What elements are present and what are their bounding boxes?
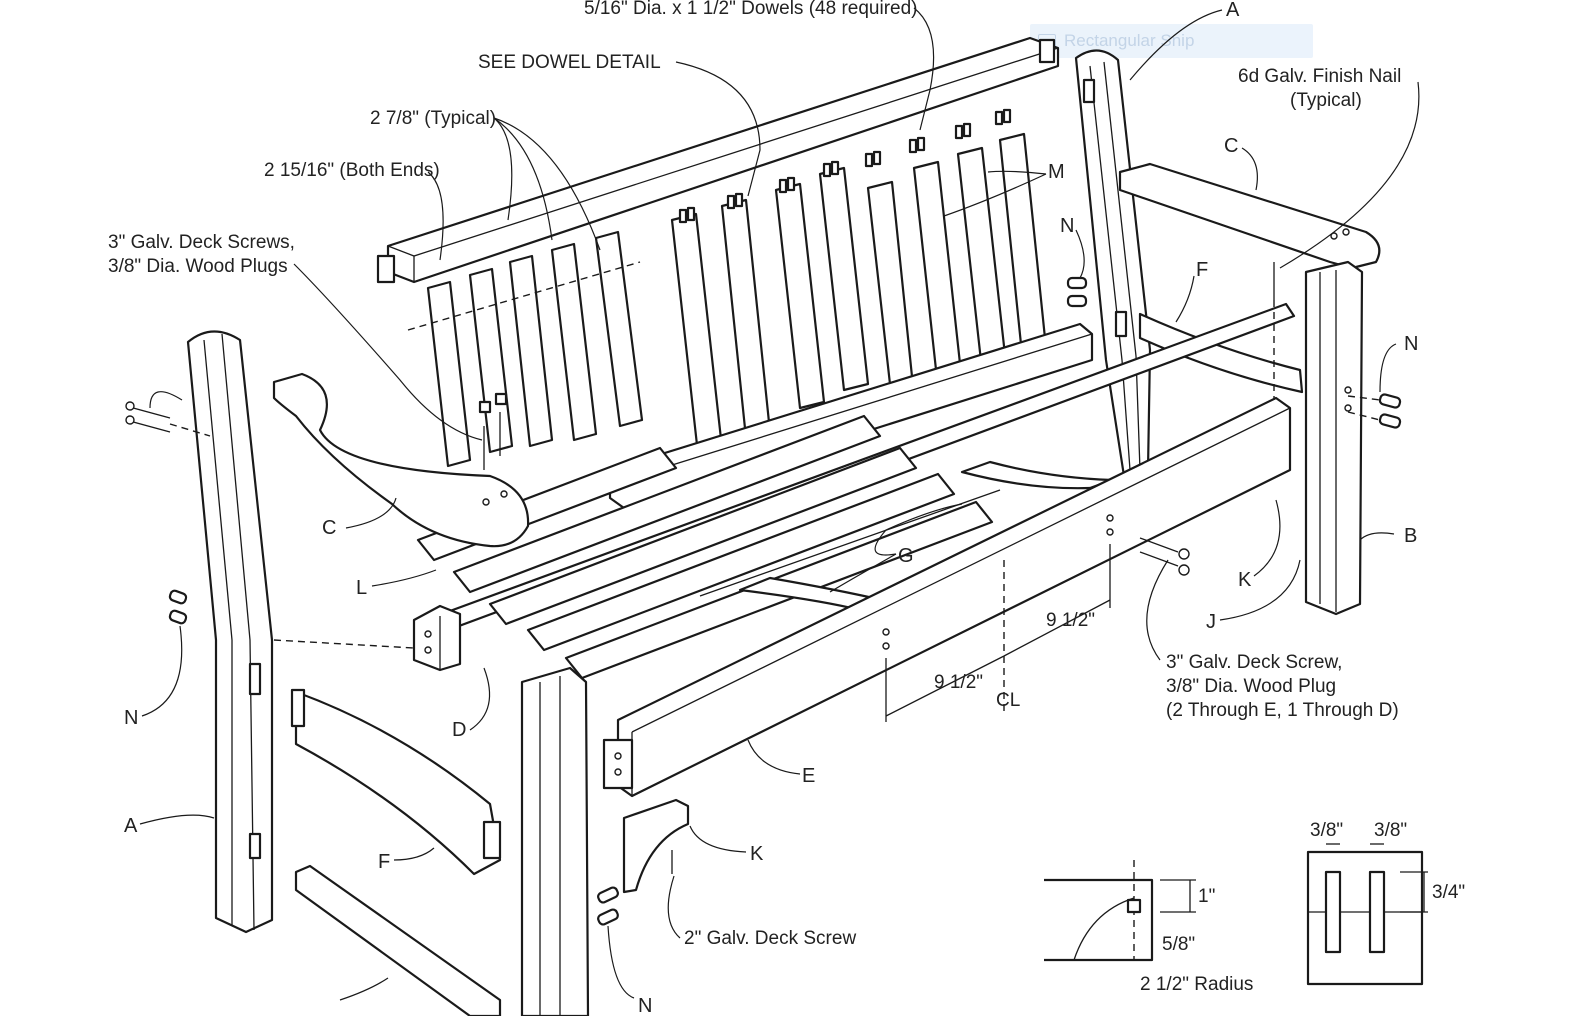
part-label-n-top: N <box>1060 215 1074 237</box>
rectangular-snip-overlay[interactable]: Rectangular Snip <box>1030 24 1313 58</box>
label-deck-screws-1: 3" Galv. Deck Screws, <box>108 232 295 253</box>
dimension-labels: 5/16" Dia. x 1 1/2" Dowels (48 required)… <box>108 0 1465 995</box>
part-label-n-bottom: N <box>638 995 652 1016</box>
rear-leg-left <box>520 666 590 1016</box>
part-label-b: B <box>1404 525 1417 547</box>
rear-rail <box>412 604 462 672</box>
screws-arm-left <box>478 392 508 470</box>
plugs-top-right <box>1066 276 1088 308</box>
label-dowels: 5/16" Dia. x 1 1/2" Dowels (48 required) <box>584 0 917 19</box>
label-deck-screw-2in: 2" Galv. Deck Screw <box>684 928 856 949</box>
seat-rail-left <box>290 688 502 876</box>
label-deck-screw-plug-2: 3/8" Dia. Wood Plug <box>1166 676 1336 697</box>
part-label-a-left: A <box>124 815 138 837</box>
snip-label: Rectangular Snip <box>1064 31 1195 50</box>
leader-lines <box>139 7 1420 1001</box>
part-label-k-bottom: K <box>750 843 764 865</box>
part-label-f-left: F <box>378 851 390 873</box>
part-label-k-right: K <box>1238 569 1252 591</box>
part-letters: A A B C C D E F F G J K K L M N N N N <box>124 0 1418 1016</box>
label-finish-nail-2: (Typical) <box>1290 90 1362 111</box>
back-top-rail <box>376 36 1060 284</box>
label-dim-38-right: 3/8" <box>1374 820 1407 841</box>
plugs-right-leg <box>1347 393 1402 429</box>
label-deck-screws-2: 3/8" Dia. Wood Plugs <box>108 256 288 277</box>
front-leg-left <box>186 330 274 934</box>
part-label-d: D <box>452 719 466 741</box>
label-deck-screw-plug-1: 3" Galv. Deck Screw, <box>1166 652 1342 673</box>
label-radius: 2 1/2" Radius <box>1140 974 1253 995</box>
part-label-e: E <box>802 765 815 787</box>
label-deck-screw-plug-3: (2 Through E, 1 Through D) <box>1166 700 1399 721</box>
part-label-j: J <box>1206 611 1216 633</box>
arm-right <box>1118 162 1381 270</box>
radius-detail <box>1044 860 1196 962</box>
arm-left <box>272 372 530 548</box>
part-label-n-left: N <box>124 707 138 729</box>
screws-left-leg <box>125 401 211 437</box>
label-both-ends: 2 15/16" (Both Ends) <box>264 160 440 181</box>
part-label-g: G <box>898 545 914 567</box>
label-typical-278: 2 7/8" (Typical) <box>370 108 496 129</box>
dowel-detail <box>1306 843 1428 986</box>
plugs-left-leg <box>168 589 188 625</box>
label-dim-912-lower: 9 1/2" <box>934 672 983 693</box>
back-slats <box>407 108 1048 468</box>
rear-leg-right <box>1074 49 1152 478</box>
corner-brace <box>622 798 690 894</box>
part-label-c-left: C <box>322 517 336 539</box>
plugs-bottom <box>597 886 619 926</box>
label-dim-912-upper: 9 1/2" <box>1046 610 1095 631</box>
part-label-m: M <box>1048 161 1065 183</box>
label-dim-58: 5/8" <box>1162 934 1195 955</box>
dimension-lines <box>885 544 1111 722</box>
lower-stretcher <box>294 864 502 1016</box>
part-label-a-top: A <box>1226 0 1240 21</box>
part-label-n-right: N <box>1404 333 1418 355</box>
part-label-l: L <box>356 577 367 599</box>
back-bottom-rail <box>608 322 1094 510</box>
part-label-c-right: C <box>1224 135 1238 157</box>
label-see-dowel-detail: SEE DOWEL DETAIL <box>478 52 661 73</box>
screws-front-rail <box>1139 537 1190 576</box>
label-dim-38-left: 3/8" <box>1310 820 1343 841</box>
label-dim-1in: 1" <box>1198 886 1215 907</box>
front-leg-right <box>1304 260 1364 616</box>
fasteners <box>125 262 1402 926</box>
part-label-f-right: F <box>1196 259 1208 281</box>
label-centerline: CL <box>996 690 1020 711</box>
label-finish-nail-1: 6d Galv. Finish Nail <box>1238 66 1401 87</box>
label-dim-34: 3/4" <box>1432 882 1465 903</box>
front-rail <box>602 396 1292 798</box>
